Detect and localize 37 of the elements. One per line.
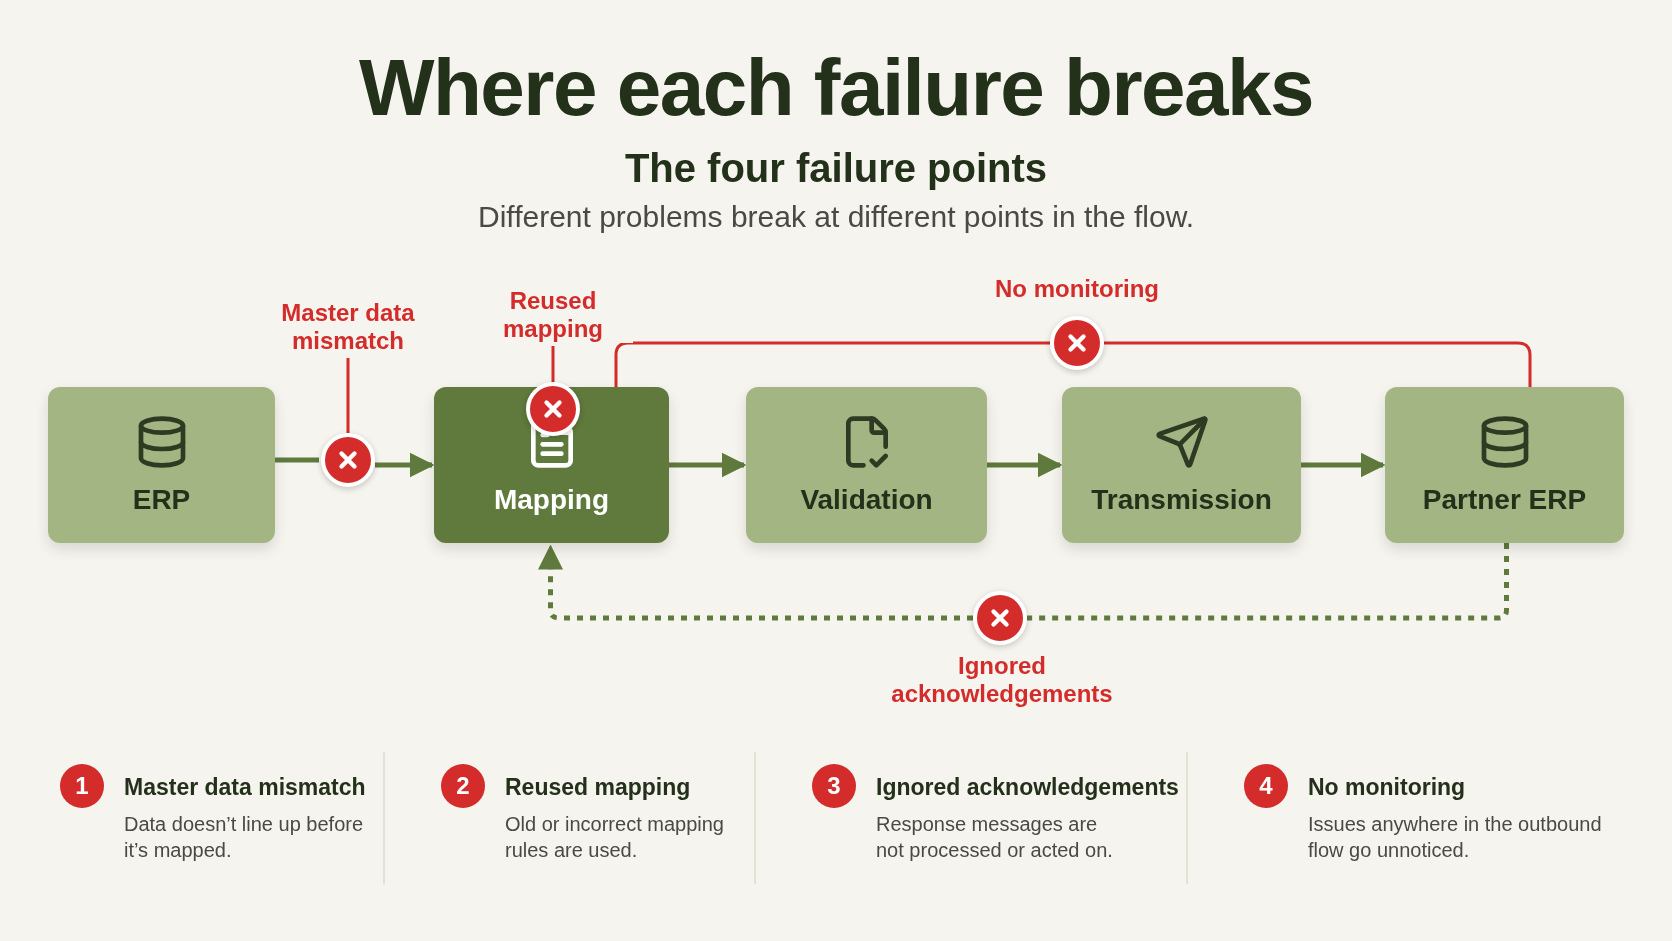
process-box [746, 387, 987, 543]
title: Where each failure breaks [357, 42, 1315, 134]
box-label: Partner ERP [1422, 484, 1587, 516]
item-heading: Master data mismatch [124, 774, 366, 801]
item-description: Old or incorrect mapping rules are used. [505, 812, 725, 863]
arrow [375, 452, 435, 478]
process-box [1385, 387, 1624, 543]
error-marker [973, 591, 1027, 645]
item-heading: No monitoring [1308, 774, 1466, 801]
leader-line [551, 346, 555, 382]
process-box [1062, 387, 1301, 543]
bracket-line [1104, 341, 1532, 387]
arrow [987, 452, 1063, 478]
number-badge: 3 [812, 764, 856, 808]
bracket-line [614, 341, 1050, 387]
item-description: Issues anywhere in the outbound flow go unnoticed. [1308, 812, 1603, 863]
item-heading: Reused mapping [505, 774, 691, 801]
item-description: Response messages are not processed or acted on. [876, 812, 1114, 863]
process-box [434, 387, 669, 543]
bracket-line [275, 457, 319, 463]
description: Different problems break at different points in the flow. [477, 200, 1195, 234]
arrow [669, 452, 747, 478]
error-marker [321, 433, 375, 487]
item-description: Data doesn’t line up before it’s mapped. [124, 812, 365, 863]
number-badge: 4 [1244, 764, 1288, 808]
error-marker [1050, 316, 1104, 370]
process-box [48, 387, 275, 543]
subtitle: The four failure points [623, 146, 1049, 191]
arrow [1301, 452, 1386, 478]
leader-line [346, 358, 350, 433]
box-label: ERP [132, 484, 191, 516]
box-label: Mapping [493, 484, 610, 516]
box-label: Transmission [1091, 484, 1272, 516]
number-badge: 2 [441, 764, 485, 808]
item-heading: Ignored acknowledgements [876, 774, 1179, 801]
number-badge: 1 [60, 764, 104, 808]
box-label: Validation [800, 484, 933, 516]
